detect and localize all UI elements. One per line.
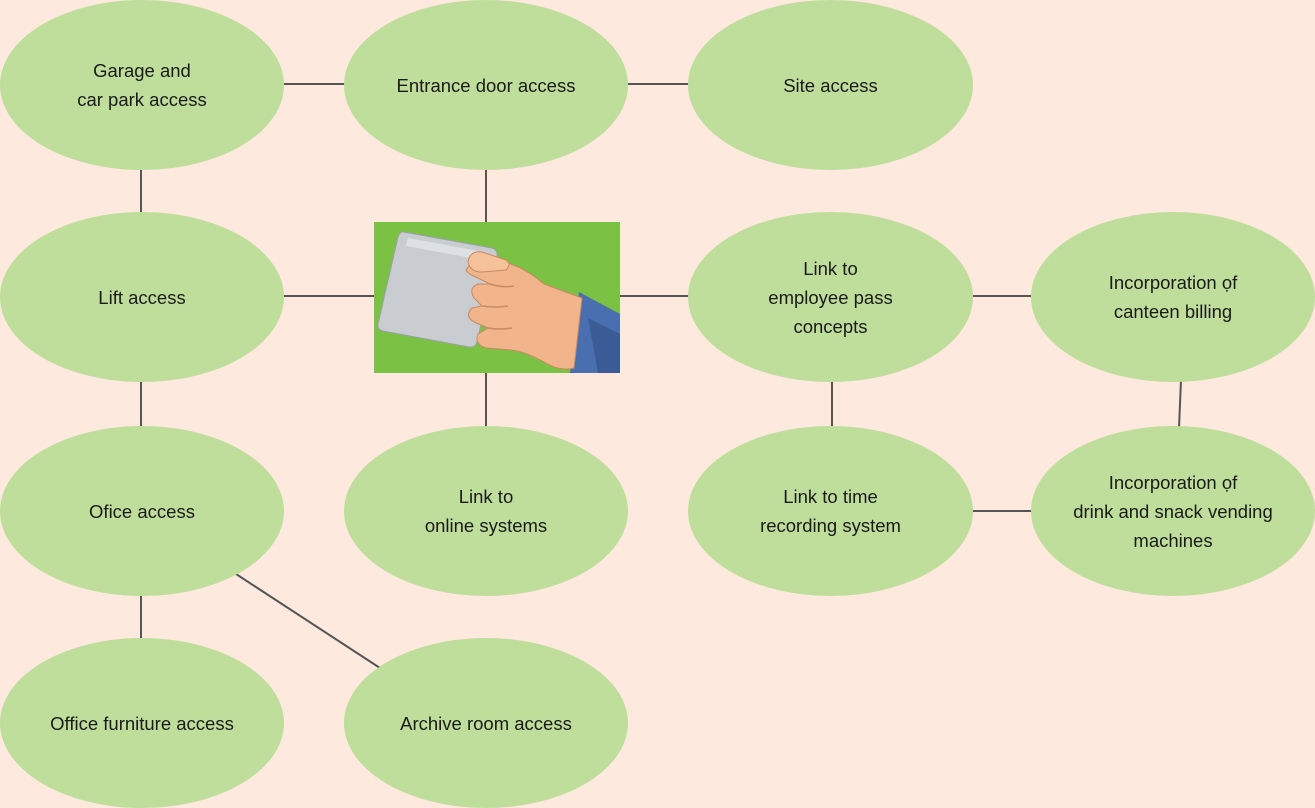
node-employee-pass-concepts: Link to employee pass concepts: [688, 212, 973, 382]
node-office-furniture-access: Office furniture access: [0, 638, 284, 808]
node-archive-room-access: Archive room access: [344, 638, 628, 808]
node-lift-access: Lift access: [0, 212, 284, 382]
sleeve-shadow: [588, 318, 620, 373]
connector-office-archive: [235, 573, 381, 669]
node-entrance-door-access: Entrance door access: [344, 0, 628, 170]
node-time-recording-system: Link to time recording system: [688, 426, 973, 596]
node-office-access: Ofice access: [0, 426, 284, 596]
node-canteen-billing: Incorporation ọf canteen billing: [1031, 212, 1315, 382]
node-vending-machines: Incorporation ọf drink and snack vending…: [1031, 426, 1315, 596]
node-online-systems: Link to online systems: [344, 426, 628, 596]
finger-creases: [481, 283, 515, 330]
card-shine: [406, 238, 484, 260]
node-site-access: Site access: [688, 0, 973, 170]
hand-holding-card-icon: [374, 222, 620, 373]
node-garage-car-park-access: Garage and car park access: [0, 0, 284, 170]
connector-canteen-vending: [1178, 379, 1182, 429]
thumb: [467, 251, 510, 273]
card: [377, 231, 498, 348]
